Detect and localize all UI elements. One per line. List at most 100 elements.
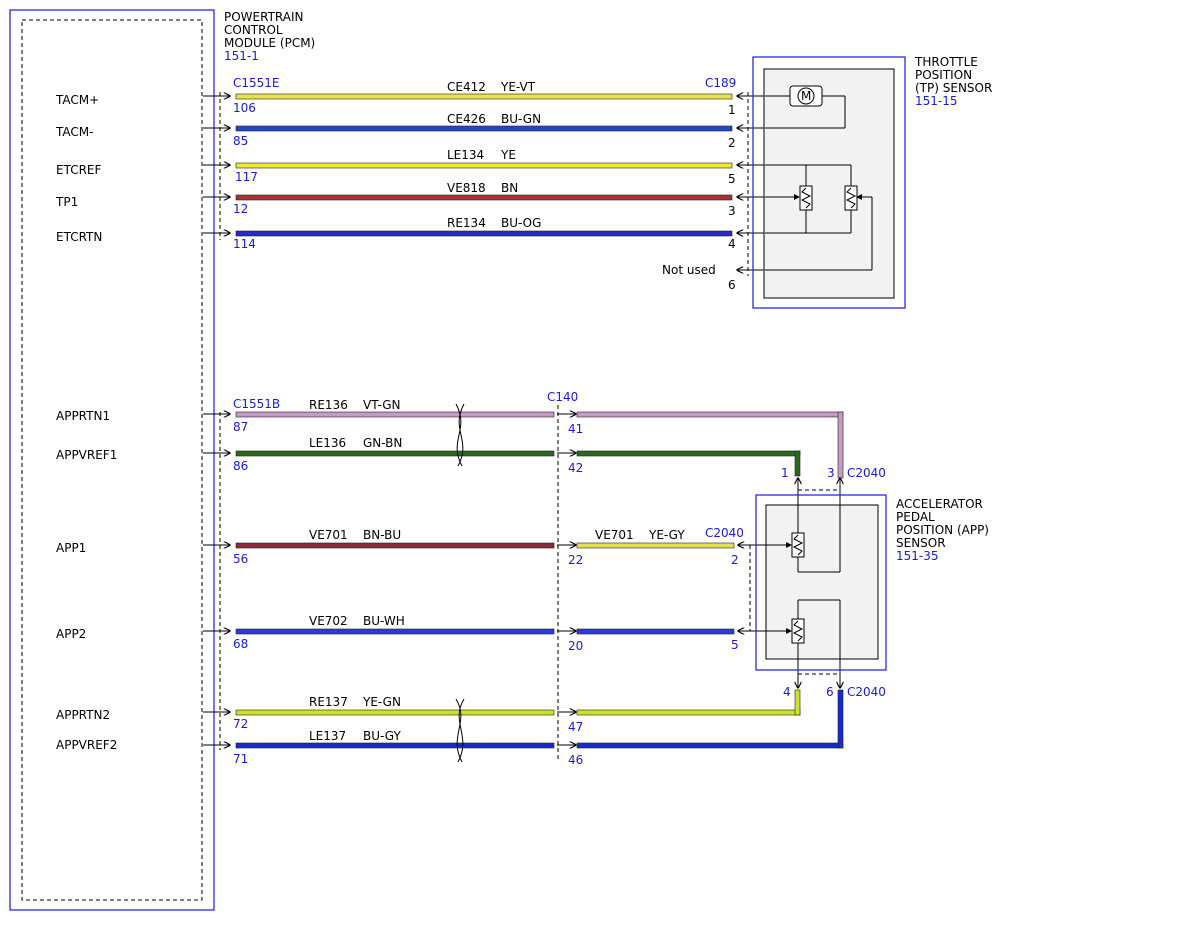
signal-label-app1: APP1 xyxy=(56,541,86,555)
c2040-pin-2: 2 xyxy=(731,553,739,567)
app-title-line-4: SENSOR xyxy=(896,536,946,550)
circuit-label-ve701: VE701 xyxy=(309,528,348,542)
pcm-title: POWERTRAIN CONTROL MODULE (PCM) 151-1 xyxy=(224,10,315,63)
app-wires-sensor-side xyxy=(576,411,844,749)
twisted-pair-symbol-1 xyxy=(455,403,465,467)
circuit-label-re134: RE134 xyxy=(447,216,486,230)
c140-pin-numbers: 41 42 22 20 47 46 xyxy=(568,422,583,767)
c2040-pin-3: 3 xyxy=(827,466,835,480)
wire-re136-a xyxy=(235,411,555,418)
tp-title-line-3: (TP) SENSOR xyxy=(915,81,992,95)
app-sensor-internal-wiring xyxy=(765,505,841,668)
pcm-pin-87: 87 xyxy=(233,420,248,434)
pcm-pin-71: 71 xyxy=(233,752,248,766)
c189-pin-6: 6 xyxy=(728,278,736,292)
c140-pin-47: 47 xyxy=(568,720,583,734)
c189-pin-2: 2 xyxy=(728,136,736,150)
tp-ref: 151-15 xyxy=(915,94,958,108)
signal-label-app2: APP2 xyxy=(56,627,86,641)
not-used-label: Not used xyxy=(662,263,716,277)
signal-label-appvref1: APPVREF1 xyxy=(56,448,117,462)
twisted-pair-symbol-2 xyxy=(455,698,465,763)
tp-title-line-1: THROTTLE xyxy=(914,55,978,69)
c2040-pin-5: 5 xyxy=(731,638,739,652)
pcm-pin-68: 68 xyxy=(233,637,248,651)
app-signal-labels: APPRTN1 APPVREF1 APP1 APP2 APPRTN2 APPVR… xyxy=(56,409,117,752)
wire-ve701-a xyxy=(235,542,555,549)
c140-pin-41: 41 xyxy=(568,422,583,436)
circuit-label-le137: LE137 xyxy=(309,729,346,743)
signal-label-etcrtn: ETCRTN xyxy=(56,230,102,244)
color-label-ye-gn: YE-GN xyxy=(362,695,401,709)
pcm-module xyxy=(9,9,215,911)
c140-pin-42: 42 xyxy=(568,461,583,475)
wire-re137-c xyxy=(794,689,801,716)
app-circuit-labels: RE136 VT-GN LE136 GN-BN VE701 BN-BU VE70… xyxy=(309,398,685,743)
color-label-gn-bn: GN-BN xyxy=(363,436,402,450)
pcm-pin-12: 12 xyxy=(233,202,248,216)
pcm-pin-86: 86 xyxy=(233,459,248,473)
wire-ce426 xyxy=(235,125,733,132)
pcm-title-line-2: CONTROL xyxy=(224,23,283,37)
app-title-line-2: PEDAL xyxy=(896,510,935,524)
pcm-pin-56: 56 xyxy=(233,552,248,566)
pcm-pin-114: 114 xyxy=(233,237,256,251)
pcm-ref: 151-1 xyxy=(224,49,259,63)
color-label-bu-og: BU-OG xyxy=(501,216,541,230)
wire-le137-c xyxy=(837,689,844,749)
color-label-bn-bu: BN-BU xyxy=(363,528,401,542)
circuit-label-ve818: VE818 xyxy=(447,181,486,195)
circuit-label-ve701-b: VE701 xyxy=(595,528,634,542)
wire-re136-c xyxy=(837,411,844,479)
wire-le134 xyxy=(235,162,733,169)
wire-ve701-b xyxy=(576,542,735,549)
c2040-top-label: C2040 xyxy=(847,466,886,480)
circuit-label-ve702: VE702 xyxy=(309,614,348,628)
color-label-ye: YE xyxy=(500,148,516,162)
signal-label-etcref: ETCREF xyxy=(56,163,102,177)
c140-pin-46: 46 xyxy=(568,753,583,767)
app-wires-pcm-side xyxy=(235,411,555,749)
pcm-connector-b-label: C1551B xyxy=(233,397,280,411)
pcm-pin-arrows xyxy=(203,96,230,745)
signal-label-tp1: TP1 xyxy=(55,195,78,209)
motor-label: M xyxy=(801,89,811,103)
pcm-connector-e-label: C1551E xyxy=(233,76,280,90)
app-title-line-1: ACCELERATOR xyxy=(896,497,983,511)
c189-pin-1: 1 xyxy=(728,103,736,117)
wire-le137-b xyxy=(576,742,844,749)
tp-wires xyxy=(235,93,733,237)
c189-pin-arrows xyxy=(737,96,765,270)
wire-ve702-b xyxy=(576,628,735,635)
color-label-bu-gy: BU-GY xyxy=(363,729,401,743)
circuit-label-le134: LE134 xyxy=(447,148,484,162)
c140-pin-22: 22 xyxy=(568,553,583,567)
pcm-pin-106: 106 xyxy=(233,101,256,115)
signal-label-appvref2: APPVREF2 xyxy=(56,738,117,752)
wire-re134 xyxy=(235,230,733,237)
app-title-line-3: POSITION (APP) xyxy=(896,523,989,537)
pcm-pin-85: 85 xyxy=(233,134,248,148)
c2040-bottom-label: C2040 xyxy=(847,685,886,699)
signal-label-tacm-plus: TACM+ xyxy=(55,93,99,107)
c140-pin-20: 20 xyxy=(568,639,583,653)
pcm-title-line-1: POWERTRAIN xyxy=(224,10,304,24)
circuit-label-le136: LE136 xyxy=(309,436,346,450)
app-sensor xyxy=(755,494,887,671)
wire-re137-b xyxy=(576,709,801,716)
color-label-vt-gn: VT-GN xyxy=(363,398,400,412)
wire-le136-b xyxy=(576,450,801,457)
circuit-label-ce426: CE426 xyxy=(447,112,486,126)
tp-sensor-internal-wiring xyxy=(765,95,873,271)
pcm-title-line-3: MODULE (PCM) xyxy=(224,36,315,50)
c140-pin-arrows xyxy=(557,414,576,745)
signal-label-apprtn2: APPRTN2 xyxy=(56,708,110,722)
pcm-pin-numbers: 106 85 117 12 114 87 86 56 68 72 71 xyxy=(233,101,258,766)
app-ref: 151-35 xyxy=(896,549,939,563)
tp-circuit-labels: CE412 YE-VT CE426 BU-GN LE134 YE VE818 B… xyxy=(447,80,541,230)
circuit-label-re136: RE136 xyxy=(309,398,348,412)
wire-le137-a xyxy=(235,742,555,749)
tp-signal-labels: TACM+ TACM- ETCREF TP1 ETCRTN xyxy=(55,93,102,244)
wire-re136-b xyxy=(576,411,844,418)
